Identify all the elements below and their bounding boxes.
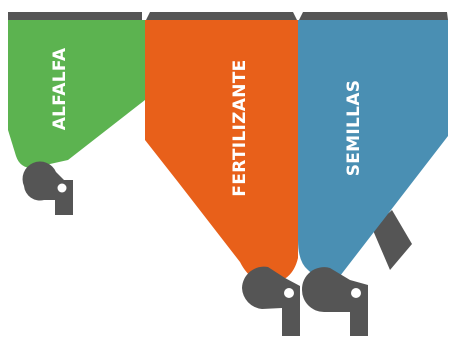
hopper-semillas-body [298,20,448,278]
outlet-semillas [301,267,368,336]
outlet-alfalfa-port [57,183,67,193]
hopper-semillas: SEMILLAS [298,20,448,278]
hopper-fertilizante-label: FERTILIZANTE [230,59,250,196]
outlet-semillas-port [351,288,361,298]
top-frame [8,12,448,20]
lid-alfalfa [8,12,142,20]
outlet-fertilizante-port [284,288,294,298]
semillas-rear-tube [372,210,412,270]
outlet-fertilizante [242,266,300,336]
lid-fertilizante [146,12,297,20]
lid-semillas [299,12,448,20]
hopper-semillas-label: SEMILLAS [344,80,364,177]
hopper-alfalfa-body [8,20,145,168]
hopper-alfalfa-label: ALFALFA [50,47,70,130]
hopper-fertilizante-body [145,20,298,283]
hopper-alfalfa: ALFALFA [8,20,145,168]
outlet-semillas-body [301,267,368,336]
hopper-fertilizante: FERTILIZANTE [145,20,298,283]
outlet-alfalfa-body [22,161,74,215]
outlet-alfalfa [22,161,74,215]
outlet-fertilizante-body [242,266,300,336]
